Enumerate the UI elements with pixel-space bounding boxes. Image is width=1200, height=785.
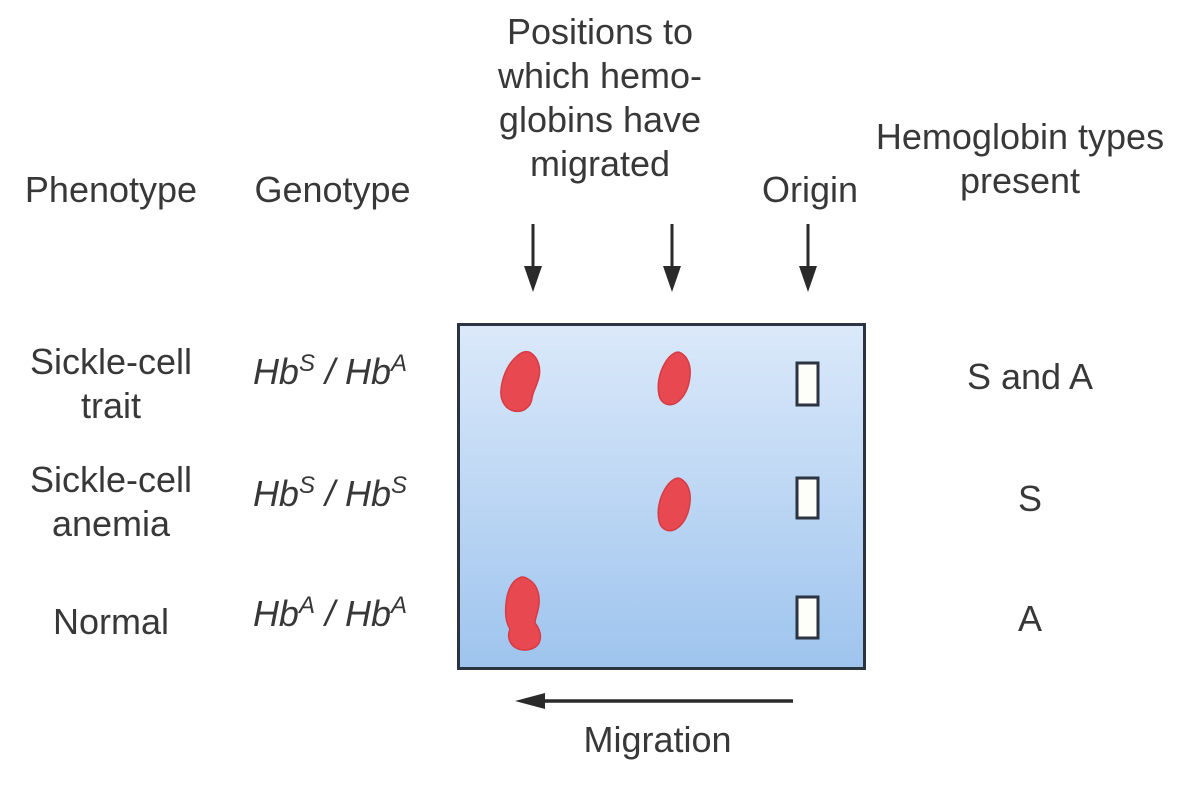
- positions-header-line3: globins have: [498, 99, 702, 140]
- hb-types-value-anemia: S: [1017, 478, 1042, 519]
- hb-types-value-trait: S and A: [966, 356, 1094, 397]
- phenotype-label-sickle-cell-anemia: Sickle-cell anemia: [11, 458, 211, 546]
- genotype-superscript: A: [391, 592, 408, 619]
- genotype-base: Hb: [345, 351, 392, 392]
- phenotype-line: Sickle-cell: [29, 459, 193, 500]
- genotype-superscript: S: [391, 472, 408, 499]
- genotype-base: Hb: [252, 473, 299, 514]
- origin-well-anemia: [795, 476, 820, 520]
- genotype-base: Hb: [345, 473, 392, 514]
- positions-header-line4: migrated: [529, 143, 671, 184]
- positions-header-line2: which hemo-: [497, 55, 703, 96]
- hb-types-value-normal: A: [1017, 598, 1042, 639]
- migration-left-arrow-icon: [515, 693, 793, 709]
- genotype-superscript: A: [298, 592, 315, 619]
- genotype-superscript: S: [298, 350, 315, 377]
- band-normal-hbA: [504, 576, 542, 651]
- genotype-base: Hb: [252, 593, 299, 634]
- band-trait-hbS: [657, 351, 691, 406]
- genotype-separator: /: [314, 473, 345, 514]
- hemoglobin-types-column-header: Hemoglobin types present: [860, 115, 1180, 203]
- genotype-separator: /: [314, 593, 345, 634]
- positions-header-line1: Positions to: [506, 11, 694, 52]
- migration-label: Migration: [583, 719, 732, 760]
- down-arrow-icon: [524, 224, 542, 292]
- origin-column-header: Origin: [761, 169, 859, 210]
- phenotype-label-normal: Normal: [11, 600, 211, 644]
- genotype-column-header: Genotype: [254, 169, 411, 210]
- phenotype-label-sickle-cell-trait: Sickle-cell trait: [11, 340, 211, 428]
- genotype-base: Hb: [252, 351, 299, 392]
- genotype-separator: /: [314, 351, 345, 392]
- genotype-superscript: A: [391, 350, 408, 377]
- down-arrow-icon: [663, 224, 681, 292]
- band-anemia-hbS: [657, 477, 691, 532]
- hb-types-header-line2: present: [959, 160, 1081, 201]
- band-trait-hbA: [500, 350, 541, 413]
- gel-box: [457, 323, 866, 670]
- hb-types-header-line1: Hemoglobin types: [875, 116, 1165, 157]
- genotype-superscript: S: [298, 472, 315, 499]
- phenotype-line: anemia: [51, 503, 171, 544]
- phenotype-line: Sickle-cell: [29, 341, 193, 382]
- genotype-label-hbs-hba: HbS / HbA: [230, 350, 430, 394]
- down-arrow-icon: [799, 224, 817, 292]
- positions-column-header: Positions to which hemo- globins have mi…: [460, 10, 740, 186]
- origin-well-trait: [795, 361, 820, 407]
- genotype-label-hbs-hbs: HbS / HbS: [230, 472, 430, 516]
- genotype-label-hba-hba: HbA / HbA: [230, 592, 430, 636]
- phenotype-line: trait: [80, 385, 141, 426]
- phenotype-column-header: Phenotype: [24, 169, 198, 210]
- origin-well-normal: [795, 595, 820, 640]
- genotype-base: Hb: [345, 593, 392, 634]
- phenotype-line: Normal: [52, 601, 169, 642]
